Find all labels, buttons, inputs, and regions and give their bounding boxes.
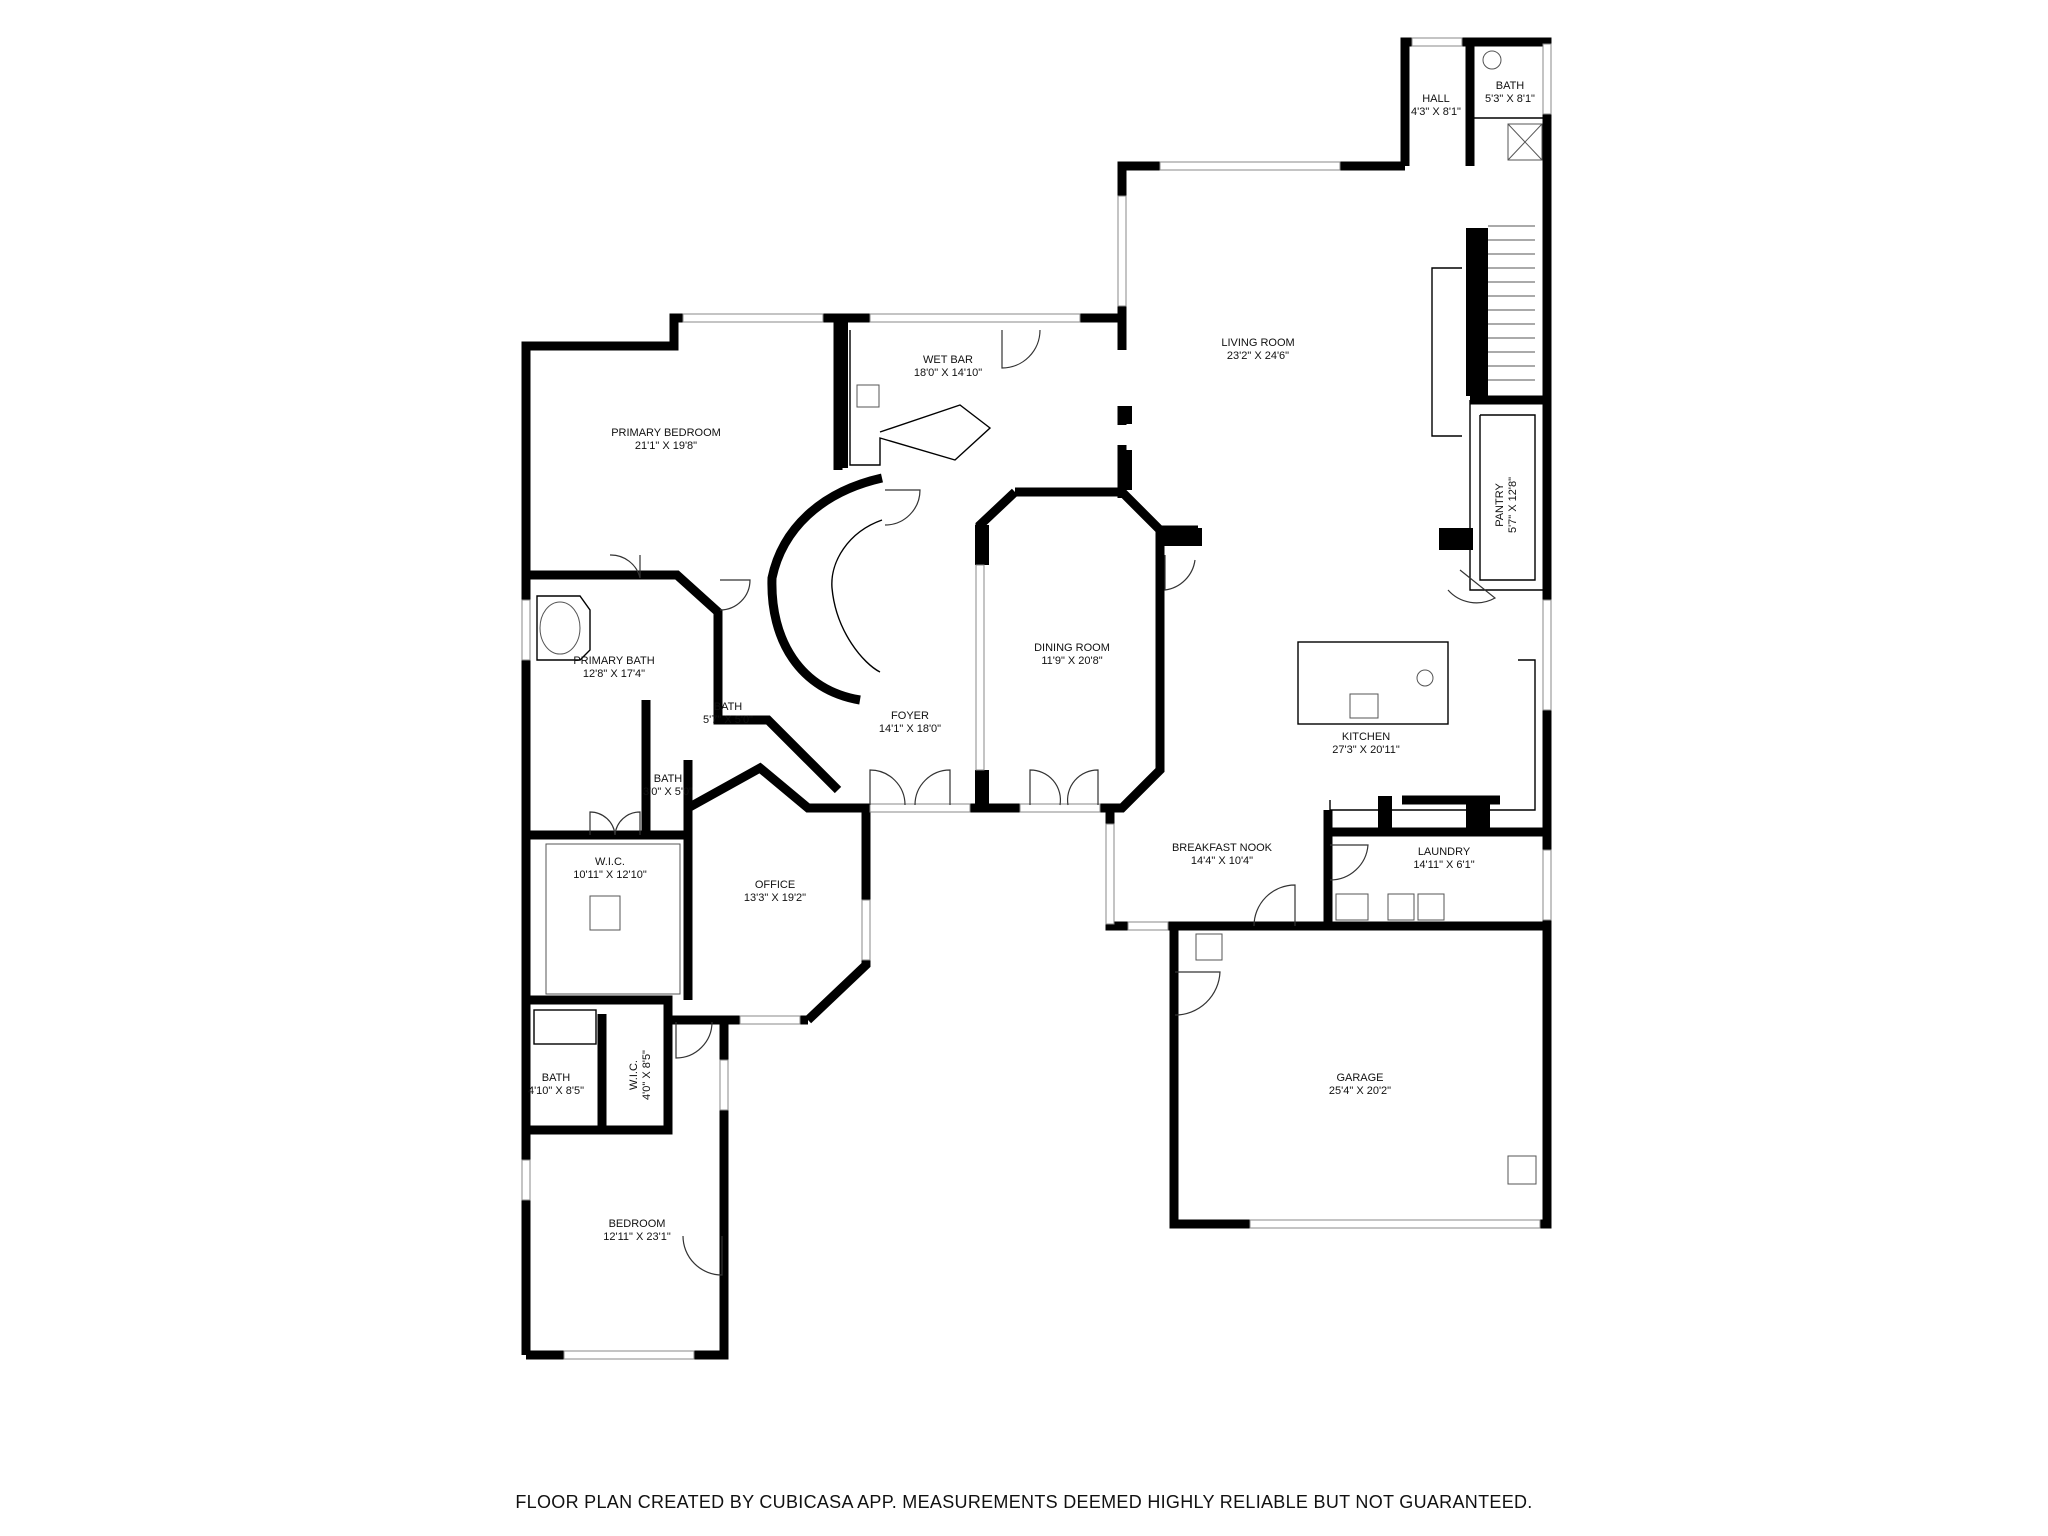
room-name-garage: GARAGE bbox=[1336, 1072, 1383, 1084]
room-name-wic-lower: W.I.C. bbox=[628, 1060, 640, 1090]
room-name-wic-primary: W.I.C. bbox=[595, 856, 625, 868]
footer-disclaimer: FLOOR PLAN CREATED BY CUBICASA APP. MEAS… bbox=[515, 1492, 1533, 1512]
room-dims-hall: 4'3" X 8'1" bbox=[1411, 106, 1461, 118]
room-name-dining: DINING ROOM bbox=[1034, 642, 1110, 654]
room-name-foyer: FOYER bbox=[891, 710, 929, 722]
room-name-breakfast: BREAKFAST NOOK bbox=[1172, 842, 1273, 854]
room-dims-garage: 25'4" X 20'2" bbox=[1329, 1085, 1391, 1097]
room-name-bath-small: BATH bbox=[654, 773, 683, 785]
room-name-bath-lower: BATH bbox=[542, 1072, 571, 1084]
stair-treads bbox=[1488, 225, 1535, 381]
room-name-hall: HALL bbox=[1422, 93, 1450, 105]
room-dims-bath-top: 5'3" X 8'1" bbox=[1485, 93, 1535, 105]
room-dims-dining: 11'9" X 20'8" bbox=[1041, 655, 1102, 667]
room-dims-living: 23'2" X 24'6" bbox=[1227, 350, 1289, 362]
room-name-primary-bedroom: PRIMARY BEDROOM bbox=[611, 427, 721, 439]
windows bbox=[521, 37, 1552, 1360]
room-dims-kitchen: 27'3" X 20'11" bbox=[1332, 744, 1400, 756]
room-dims-bedroom: 12'11" X 23'1" bbox=[603, 1231, 671, 1243]
room-name-living: LIVING ROOM bbox=[1221, 337, 1294, 349]
room-name-bedroom: BEDROOM bbox=[609, 1218, 666, 1230]
room-dims-primary-bath: 12'8" X 17'4" bbox=[583, 668, 645, 680]
room-dims-pantry: 5'7" X 12'8" bbox=[1507, 477, 1519, 533]
room-labels: LIVING ROOM 23'2" X 24'6" HALL 4'3" X 8'… bbox=[528, 80, 1535, 1243]
room-name-office: OFFICE bbox=[755, 879, 795, 891]
room-dims-bath-lower: 4'10" X 8'5" bbox=[528, 1085, 584, 1097]
room-dims-laundry: 14'11" X 6'1" bbox=[1413, 859, 1474, 871]
exterior-walls bbox=[521, 37, 1552, 1360]
room-name-kitchen: KITCHEN bbox=[1342, 731, 1390, 743]
room-dims-wic-lower: 4'0" X 8'5" bbox=[641, 1050, 653, 1100]
room-name-laundry: LAUNDRY bbox=[1418, 846, 1471, 858]
room-dims-wetbar: 18'0" X 14'10" bbox=[914, 367, 982, 379]
room-name-bath-top: BATH bbox=[1496, 80, 1525, 92]
room-name-bath-mid: BATH bbox=[714, 701, 743, 713]
doors bbox=[589, 329, 1497, 1276]
room-dims-office: 13'3" X 19'2" bbox=[744, 892, 806, 904]
room-name-wetbar: WET BAR bbox=[923, 354, 973, 366]
room-dims-foyer: 14'1" X 18'0" bbox=[879, 723, 941, 735]
room-name-primary-bath: PRIMARY BATH bbox=[573, 655, 654, 667]
room-dims-breakfast: 14'4" X 10'4" bbox=[1191, 855, 1253, 867]
room-dims-primary-bedroom: 21'1" X 19'8" bbox=[635, 440, 697, 452]
room-dims-wic-primary: 10'11" X 12'10" bbox=[573, 869, 647, 881]
room-dims-bath-mid: 5'7" X 5'0" bbox=[703, 714, 753, 726]
room-dims-bath-small: 3'0" X 5'0" bbox=[643, 786, 693, 798]
fixtures bbox=[533, 50, 1543, 1185]
room-name-pantry: PANTRY bbox=[1494, 483, 1506, 527]
interior-walls bbox=[526, 42, 1547, 1135]
